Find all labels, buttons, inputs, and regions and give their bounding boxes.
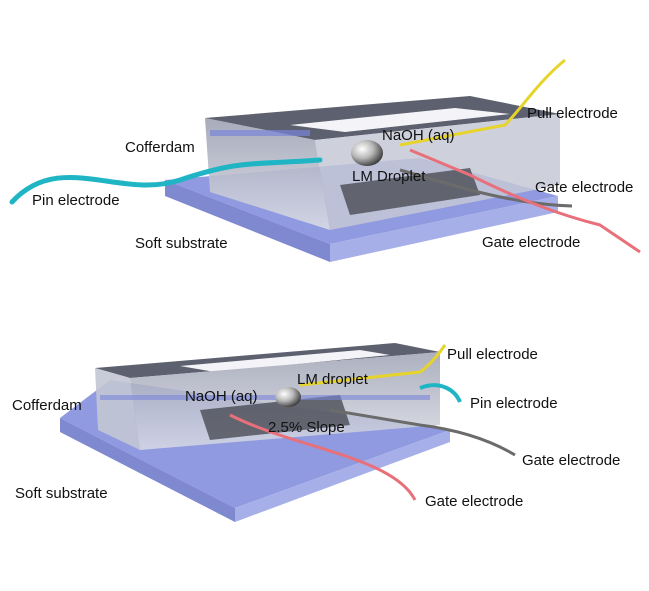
top-substrate-side xyxy=(330,196,558,262)
bottom-pull-electrode-wire xyxy=(299,344,447,387)
top-label-soft-substrate: Soft substrate xyxy=(135,235,228,252)
top-label-pull-electrode: Pull electrode xyxy=(527,105,618,122)
bottom-label-slope: 2.5% Slope xyxy=(268,419,345,436)
bottom-labels: Pull electrode LM droplet NaOH (aq) Pin … xyxy=(12,346,620,510)
top-label-cofferdam: Cofferdam xyxy=(125,139,195,156)
bottom-label-cofferdam: Cofferdam xyxy=(12,397,82,414)
bottom-device xyxy=(60,343,516,522)
bottom-label-gate-electrode-1: Gate electrode xyxy=(522,452,620,469)
top-gate-gray-wire xyxy=(399,168,573,208)
top-substrate-front xyxy=(165,180,330,262)
bottom-label-soft-substrate: Soft substrate xyxy=(15,485,108,502)
top-label-gate-electrode-1: Gate electrode xyxy=(535,179,633,196)
bottom-label-naoh: NaOH (aq) xyxy=(185,388,258,405)
top-pull-electrode-wire xyxy=(399,58,566,147)
top-lm-droplet xyxy=(351,140,383,166)
bottom-gate-gray-wire xyxy=(329,408,516,457)
bottom-window xyxy=(180,350,390,372)
top-blue-stripe xyxy=(210,130,310,136)
top-device xyxy=(9,58,641,262)
top-channel-floor xyxy=(340,168,480,215)
bottom-lm-droplet xyxy=(275,387,301,407)
top-label-lm-droplet: LM Droplet xyxy=(352,168,426,185)
top-label-naoh: NaOH (aq) xyxy=(382,127,455,144)
bottom-label-lm-droplet: LM droplet xyxy=(297,371,369,388)
bottom-channel-floor xyxy=(200,395,350,440)
bottom-gate-red-wire xyxy=(229,413,417,501)
bottom-substrate-front xyxy=(60,418,235,522)
top-gate-red-wire xyxy=(409,148,641,254)
bottom-blue-stripe xyxy=(100,395,430,400)
bottom-substrate-side xyxy=(235,430,450,522)
top-label-pin-electrode: Pin electrode xyxy=(32,192,120,209)
bottom-label-gate-electrode-2: Gate electrode xyxy=(425,493,523,510)
top-labels: Pull electrode NaOH (aq) Cofferdam LM Dr… xyxy=(32,105,633,252)
top-label-gate-electrode-2: Gate electrode xyxy=(482,234,580,251)
bottom-label-pin-electrode: Pin electrode xyxy=(470,395,558,412)
bottom-block-front xyxy=(95,368,140,450)
top-window xyxy=(290,108,510,132)
bottom-pin-electrode-wire xyxy=(419,383,462,403)
top-pin-electrode-wire xyxy=(9,157,323,205)
top-block-front xyxy=(205,118,330,230)
bottom-label-pull-electrode: Pull electrode xyxy=(447,346,538,363)
